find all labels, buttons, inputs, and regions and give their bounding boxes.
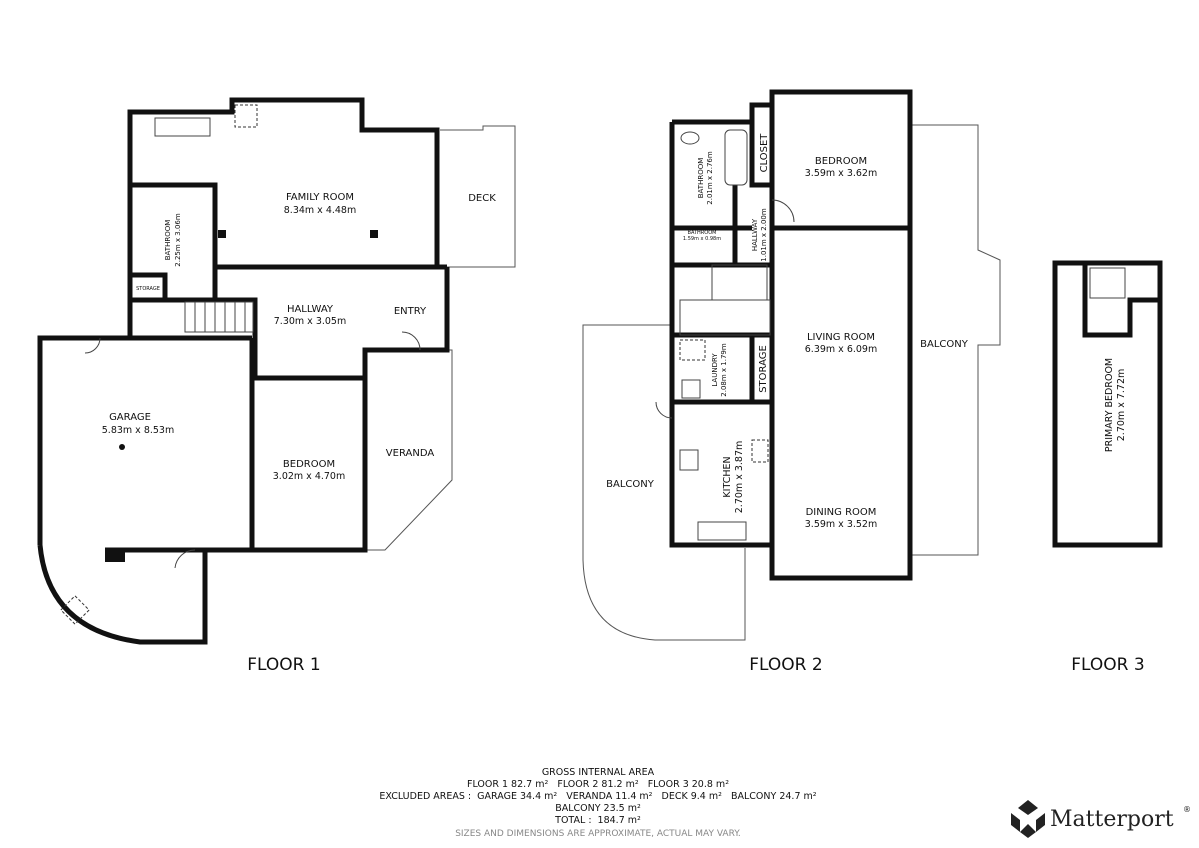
entry-door-swing [401,331,421,351]
primary-bedroom-walls [1052,260,1163,548]
room-name-living-room: LIVING ROOM [807,332,875,343]
matterport-logo: Matterport ® [1011,800,1191,838]
brand-registered-mark: ® [1183,805,1191,814]
matterport-cube-icon [1011,800,1045,838]
room-name-deck: DECK [468,193,496,204]
room-dims-bathroom: 2.25m x 3.06m [174,213,182,267]
room-dims-bedroom: 3.59m x 3.62m [805,168,877,179]
room-name-storage: STORAGE [136,286,160,292]
garage-column [105,548,125,562]
brand-name: Matterport [1050,807,1174,832]
hallway-walls [212,267,450,381]
stairs [184,301,254,333]
floor-1-plan: FAMILY ROOM 8.34m x 4.48m DECK BATHROOM … [37,97,516,675]
room-name-garage: GARAGE [109,412,151,423]
room-name-entry: ENTRY [394,306,427,317]
summary-floors: FLOOR 1 82.7 m² FLOOR 2 81.2 m² FLOOR 3 … [467,779,729,790]
floor-2-label: FLOOR 2 [749,655,822,675]
deck-outline [440,125,516,268]
garage-fixture [60,595,90,625]
area-summary: GROSS INTERNAL AREA FLOOR 1 82.7 m² FLOO… [379,767,816,839]
stair-treads [194,302,246,332]
veranda-outline [367,349,453,551]
floor-2-plan: BEDROOM 3.59m x 3.62m CLOSET BATHROOM 2.… [582,89,1001,675]
floor-3-label: FLOOR 3 [1071,655,1144,675]
summary-heading: GROSS INTERNAL AREA [542,767,655,778]
room-dims-garage: 5.83m x 8.53m [102,425,174,436]
room-name-bedroom: BEDROOM [815,156,867,167]
room-name-bathroom: BATHROOM [697,158,705,199]
garage-side-door-swing [174,549,196,569]
room-name-balcony-left: BALCONY [606,479,655,490]
floor-2-outer-walls [669,89,913,581]
balcony-left-outline [582,324,746,641]
toilet [680,131,700,145]
room-dims-laundry: 2.08m x 1.79m [720,343,728,397]
garage-floor-drain [119,444,125,450]
summary-balcony: BALCONY 23.5 m² [555,803,641,814]
fridge [751,439,769,463]
room-name-veranda: VERANDA [386,448,435,459]
family-room-column [218,230,226,238]
bathroom-walls [127,182,218,303]
laundry-tub [681,379,701,399]
room-name-bathroom: BATHROOM [164,220,172,261]
room-dims-bathroom-small: 1.59m x 0.98m [683,236,721,242]
room-dims-kitchen: 2.70m x 3.87m [734,441,745,513]
room-dims-primary-bedroom: 2.70m x 7.72m [1116,369,1127,441]
room-name-bedroom: BEDROOM [283,459,335,470]
room-dims-living-room: 6.39m x 6.09m [805,344,877,355]
kitchen-counter [154,117,211,137]
room-dims-hallway: 1.01m x 2.00m [760,208,768,262]
stair-enclosure [1082,263,1160,338]
room-name-storage: STORAGE [758,345,769,393]
kitchen-fixture [234,104,258,128]
bathtub [724,129,748,186]
stairs-lower [679,299,771,336]
room-name-primary-bedroom: PRIMARY BEDROOM [1104,358,1115,452]
room-name-hallway: HALLWAY [751,218,759,251]
floor-3-plan: PRIMARY BEDROOM 2.70m x 7.72m FLOOR 3 [1052,260,1163,675]
room-name-laundry: LAUNDRY [711,353,719,387]
room-name-kitchen: KITCHEN [722,456,733,497]
room-dims-dining-room: 3.59m x 3.52m [805,519,877,530]
family-room-column [370,230,378,238]
balcony-door-swing [655,401,673,419]
floor-1-label: FLOOR 1 [247,655,320,675]
room-dims-hallway: 7.30m x 3.05m [274,316,346,327]
laundry-appliance [679,339,706,361]
room-name-balcony-right: BALCONY [920,339,969,350]
balcony-right-outline [912,124,1001,556]
garage-curved-wall [37,544,208,645]
room-dims-family-room: 8.34m x 4.48m [284,205,356,216]
summary-excluded: EXCLUDED AREAS : GARAGE 34.4 m² VERANDA … [379,791,816,802]
garage-walls [37,335,252,545]
room-dims-bedroom: 3.02m x 4.70m [273,471,345,482]
room-name-dining-room: DINING ROOM [806,507,877,518]
stairs [1089,267,1126,299]
room-name-family-room: FAMILY ROOM [286,192,354,203]
stove [679,449,699,471]
storage-walls [127,272,168,303]
room-dims-bathroom: 2.01m x 2.76m [706,151,714,205]
kitchen-sink-counter [697,521,747,541]
closet-walls [749,122,772,188]
room-name-closet: CLOSET [759,133,770,173]
family-room-walls [127,97,440,300]
bedroom-door-swing [771,199,795,223]
summary-total: TOTAL : 184.7 m² [554,815,641,826]
disclaimer: SIZES AND DIMENSIONS ARE APPROXIMATE, AC… [455,829,741,839]
garage-door-swing [84,337,101,354]
stairs [711,264,768,301]
room-name-bathroom-small: BATHROOM [688,230,717,236]
room-name-hallway: HALLWAY [287,304,334,315]
